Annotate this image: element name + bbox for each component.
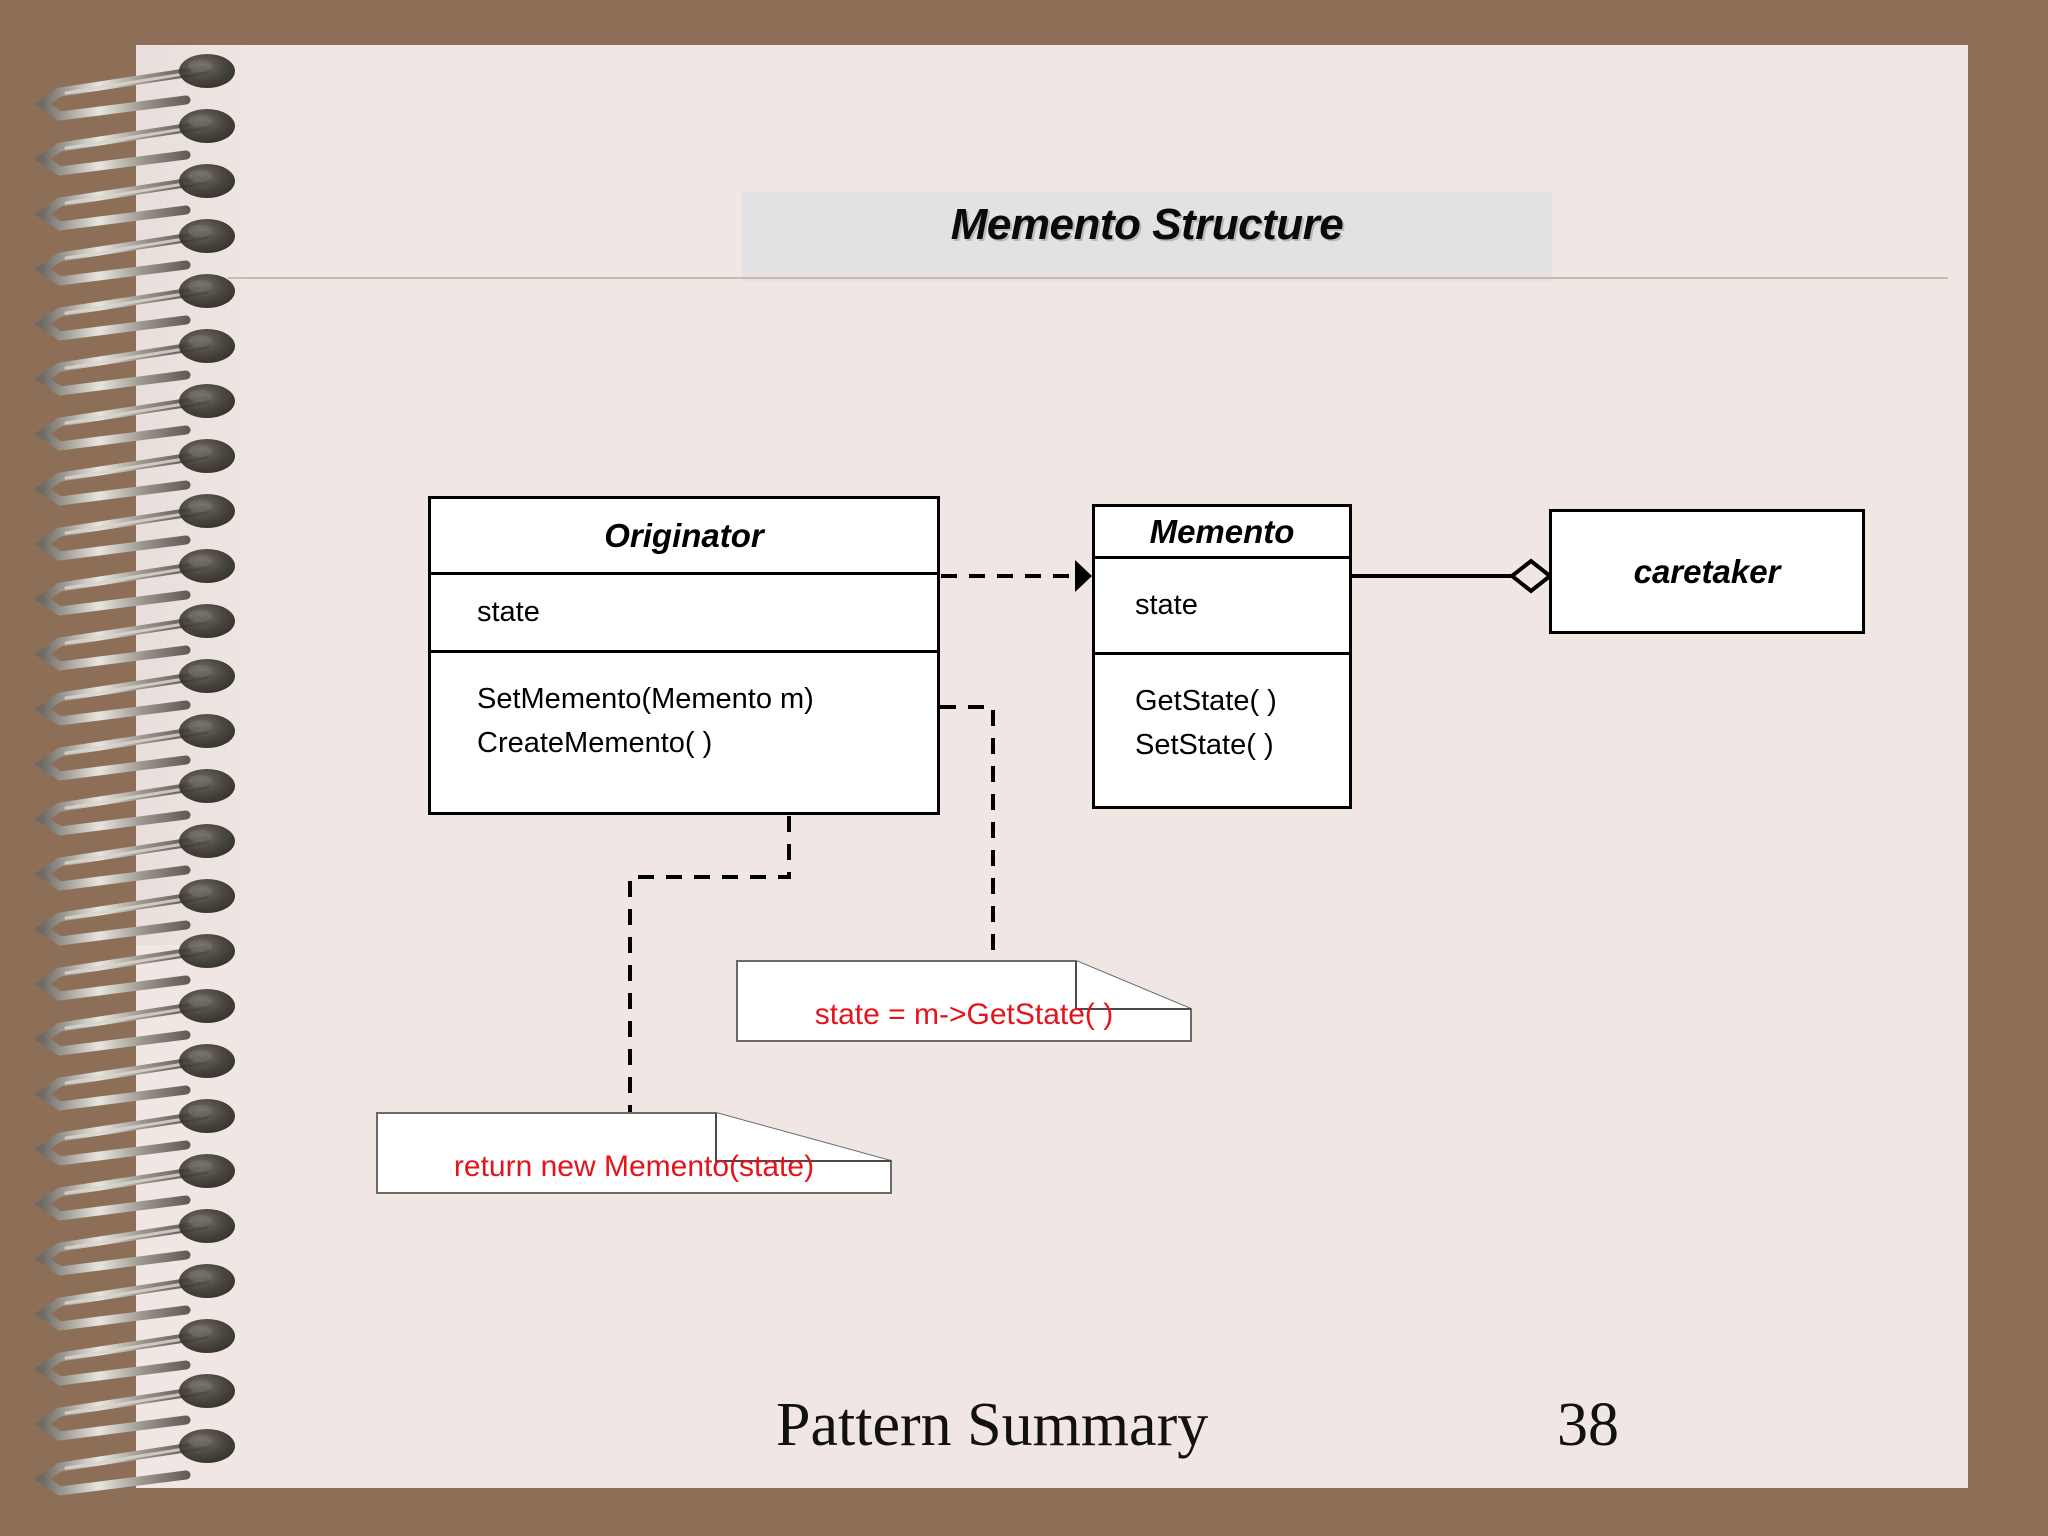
dependency-arrowhead: [1075, 560, 1092, 592]
title-divider-rule: [228, 277, 1948, 279]
operation-creatememento: CreateMemento( ): [477, 727, 713, 759]
aggregation-diamond: [1508, 558, 1554, 594]
operation-setstate: SetState( ): [1135, 729, 1274, 761]
note-shape-icon: [376, 1112, 892, 1194]
operation-setmemento: SetMemento(Memento m): [477, 683, 814, 715]
page-title: Memento Structure: [950, 200, 1344, 249]
operations-compartment: SetMemento(Memento m) CreateMemento( ): [431, 653, 937, 812]
footer-title: Pattern Summary: [776, 1391, 1209, 1459]
note-shape-icon: [736, 960, 1192, 1042]
attributes-compartment: state: [431, 575, 937, 653]
operation-getstate: GetState( ): [1135, 685, 1277, 717]
uml-class-originator[interactable]: Originator state SetMemento(Memento m) C…: [428, 496, 940, 815]
attributes-compartment: state: [1095, 559, 1349, 655]
note-text: return new Memento(state): [453, 1150, 815, 1183]
operations-compartment: GetState( ) SetState( ): [1095, 655, 1349, 806]
title-band: [742, 192, 1552, 282]
uml-class-memento[interactable]: Memento state GetState( ) SetState( ): [1092, 504, 1352, 809]
note-connector-creatememento: [628, 760, 791, 1113]
class-name-compartment: Memento: [1095, 507, 1349, 559]
uml-class-caretaker[interactable]: caretaker: [1549, 509, 1865, 634]
attribute-state: state: [477, 596, 540, 628]
page-number: 38: [1557, 1391, 1619, 1459]
class-name-label: Memento: [1149, 512, 1295, 550]
attribute-state: state: [1135, 589, 1198, 621]
note-text: state = m->GetState( ): [814, 998, 1114, 1031]
uml-note-returnmemento[interactable]: return new Memento(state): [376, 1112, 892, 1194]
uml-note-getstate[interactable]: state = m->GetState( ): [736, 960, 1192, 1042]
class-name-label: Originator: [604, 516, 764, 554]
class-name-label: caretaker: [1633, 552, 1781, 590]
class-name-compartment: Originator: [431, 499, 937, 575]
